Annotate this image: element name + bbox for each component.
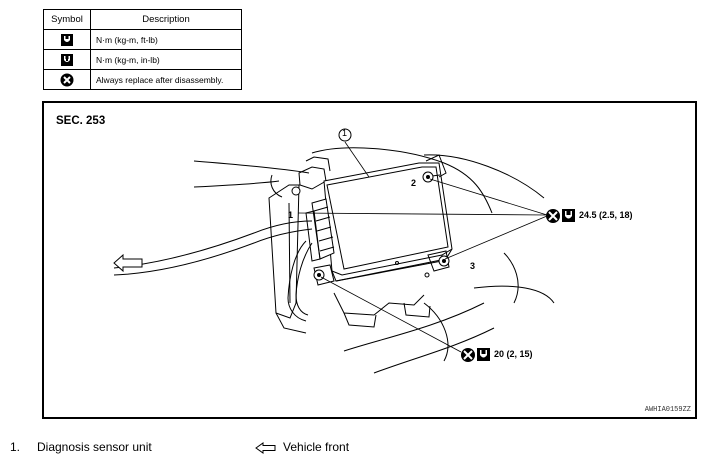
legend-row: N·m (kg-m, ft-lb) — [43, 29, 242, 50]
legend-row: N·m (kg-m, in-lb) — [43, 49, 242, 70]
callout-circle-1 — [338, 128, 352, 142]
figure-frame: SEC. 253 — [42, 101, 697, 419]
callout-2: 2 — [411, 178, 417, 188]
vehicle-front-arrow-icon — [255, 441, 276, 454]
legend-description: N·m (kg-m, ft-lb) — [90, 29, 242, 50]
vehicle-front-text: Vehicle front — [283, 440, 350, 454]
leader-line-bolt-2 — [429, 178, 548, 216]
callout-1-number: 1 — [342, 128, 348, 138]
section-label: SEC. 253 — [56, 115, 106, 127]
always-replace-symbol-lower — [461, 348, 475, 362]
callout-3: 3 — [470, 261, 476, 271]
leader-line-bolt-3 — [444, 215, 548, 260]
torque-wrench-inlb-icon — [61, 53, 73, 66]
legend-description: Always replace after disassembly. — [90, 69, 242, 90]
leader-line-1 — [344, 141, 370, 178]
always-replace-icon — [60, 73, 74, 86]
leader-line-bolt-lower — [320, 276, 462, 353]
legend-row: Always replace after disassembly. — [43, 69, 242, 90]
torque-wrench-icon — [61, 33, 73, 46]
torque-value-upper: 24.5 (2.5, 18) — [579, 210, 633, 220]
legend-header-description: Description — [90, 9, 242, 30]
legend-symbol-cell — [43, 29, 91, 50]
legend-description: N·m (kg-m, in-lb) — [90, 49, 242, 70]
always-replace-symbol-upper — [546, 209, 560, 223]
torque-symbol-lower — [477, 348, 490, 361]
caption-vehicle-front: Vehicle front — [255, 440, 349, 454]
legend-header-row: Symbol Description — [43, 9, 242, 30]
symbol-legend-table: Symbol Description N·m (kg-m, ft-lb) N·m… — [43, 9, 242, 90]
torque-symbol-upper — [562, 209, 575, 222]
vehicle-front-arrow — [113, 253, 143, 273]
legend-symbol-cell — [43, 69, 91, 90]
legend-symbol-cell — [43, 49, 91, 70]
sensor-unit-drawing — [113, 128, 575, 374]
leader-line-connector — [297, 212, 547, 216]
legend-header-symbol: Symbol — [43, 9, 91, 30]
caption-item-number: 1. — [10, 440, 21, 454]
torque-value-lower: 20 (2, 15) — [494, 349, 533, 359]
caption-item-text: Diagnosis sensor unit — [37, 440, 152, 454]
figure-code: AWHIA0159ZZ — [644, 406, 691, 414]
connector-label-1: 1 — [288, 210, 294, 220]
